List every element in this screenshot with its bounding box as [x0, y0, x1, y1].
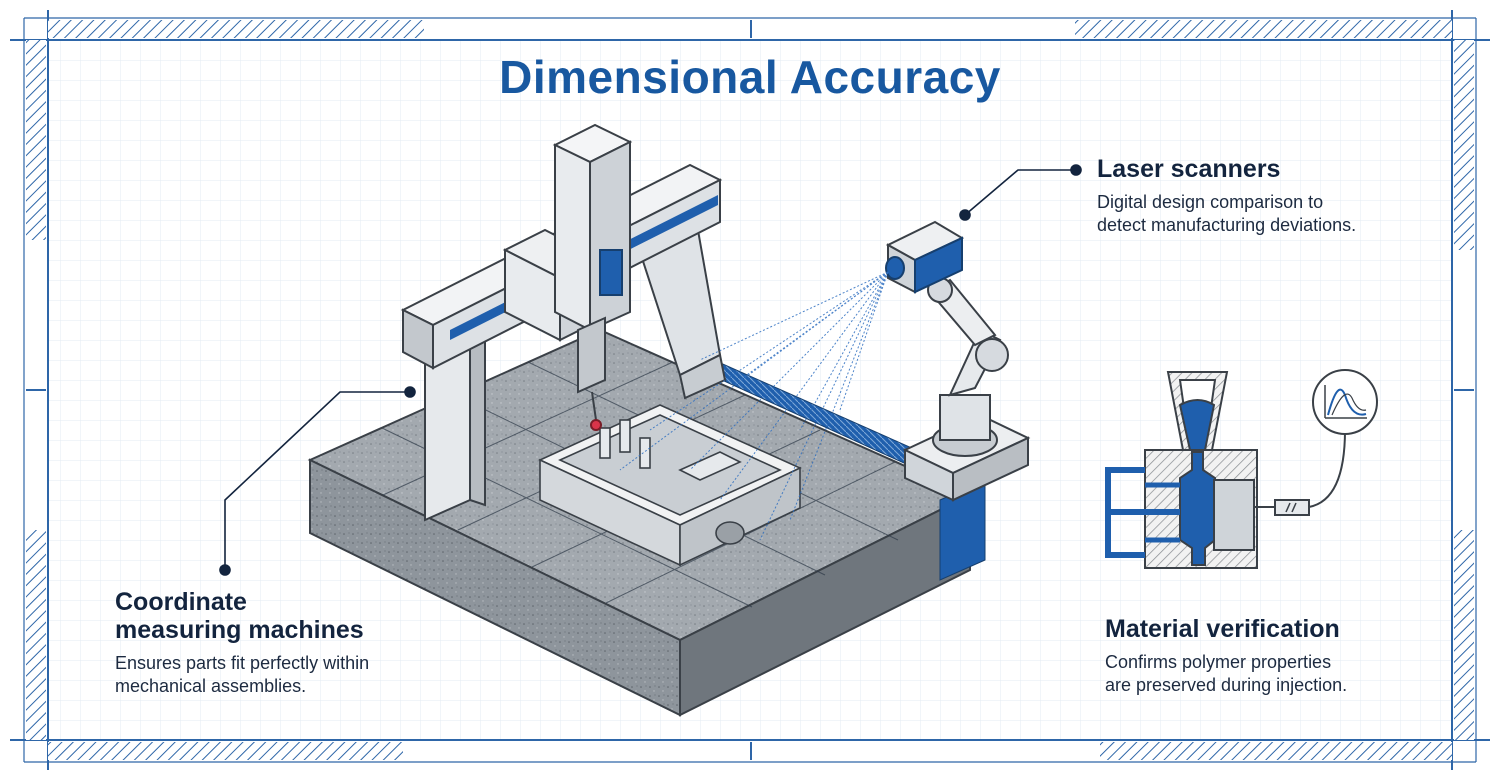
blueprint-frame [10, 10, 1490, 770]
material-description-line-2: are preserved during injection. [1105, 675, 1348, 695]
cmm-leader-dot [219, 564, 231, 576]
cmm-heading: Coordinate measuring machines [115, 588, 455, 644]
injection-mold-diagram [1105, 369, 1378, 569]
material-description: Confirms polymer properties are preserve… [1105, 651, 1445, 697]
cmm-heading-line-2: measuring machines [115, 616, 364, 644]
laser-leader-end-dot [959, 209, 971, 221]
cmm-description: Ensures parts fit perfectly within mecha… [115, 652, 455, 698]
laser-scanner-robot [619, 220, 1031, 541]
laser-description: Digital design comparison to detect manu… [1097, 191, 1457, 237]
laser-leader-line [964, 169, 1076, 216]
laser-description-line-1: Digital design comparison to [1097, 192, 1324, 212]
laser-heading: Laser scanners [1097, 155, 1281, 183]
cmm-description-line-2: mechanical assemblies. [115, 676, 307, 696]
cmm-leader-line [224, 391, 410, 570]
workpiece-part [538, 404, 802, 567]
cmm-callout: Coordinate measuring machines Ensures pa… [115, 588, 455, 698]
material-description-line-1: Confirms polymer properties [1105, 652, 1332, 672]
material-callout: Material verification Confirms polymer p… [1105, 615, 1445, 697]
material-heading: Material verification [1105, 615, 1340, 643]
laser-callout: Laser scanners Digital design comparison… [1097, 155, 1457, 237]
cmm-leader-end-dot [404, 386, 416, 398]
cmm-machine [400, 123, 727, 522]
cmm-description-line-1: Ensures parts fit perfectly within [115, 653, 370, 673]
laser-leader-dot [1070, 164, 1082, 176]
cmm-heading-line-1: Coordinate [115, 588, 247, 616]
page-title: Dimensional Accuracy [499, 51, 1001, 103]
callout-leaders [219, 164, 1082, 576]
laser-description-line-2: detect manufacturing deviations. [1097, 215, 1357, 235]
